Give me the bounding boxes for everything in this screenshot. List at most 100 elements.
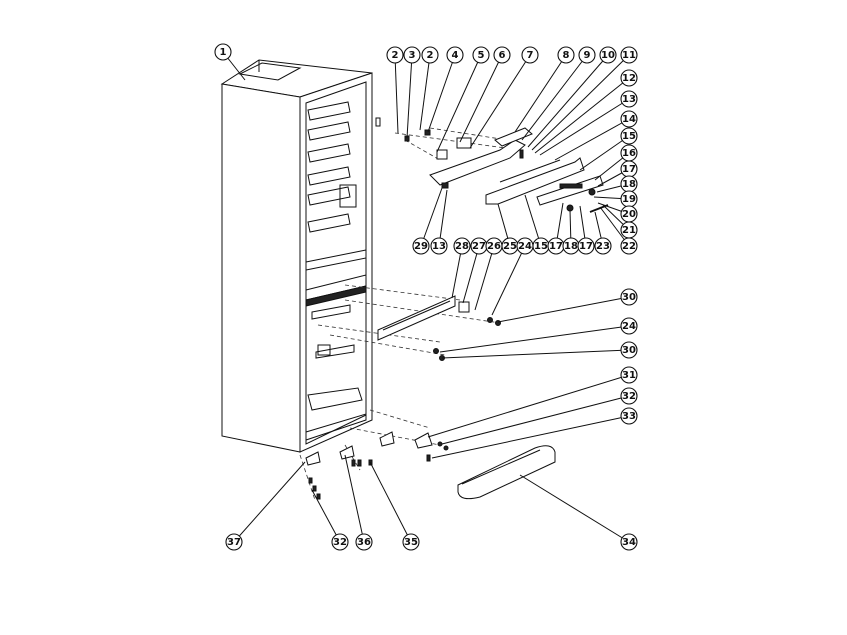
- svg-text:2: 2: [392, 50, 399, 61]
- bottom-cover: [457, 445, 556, 500]
- svg-text:27: 27: [472, 241, 486, 252]
- svg-text:12: 12: [622, 73, 636, 84]
- part-label-35: 35: [402, 533, 420, 551]
- svg-text:19: 19: [622, 194, 636, 205]
- leader-line: [311, 489, 341, 543]
- part-label-33: 33: [620, 407, 638, 425]
- svg-text:17: 17: [549, 241, 563, 252]
- part-label-22: 22: [620, 237, 638, 255]
- leader-line: [524, 194, 542, 247]
- svg-text:9: 9: [584, 50, 591, 61]
- part-label-14: 14: [620, 110, 638, 128]
- svg-text:30: 30: [622, 345, 636, 356]
- svg-text:31: 31: [622, 370, 636, 381]
- svg-text:33: 33: [622, 411, 636, 422]
- leader-line: [514, 54, 567, 133]
- svg-text:37: 37: [227, 537, 241, 548]
- leader-line: [521, 54, 588, 141]
- part-label-13: 13: [430, 237, 448, 255]
- svg-text:3: 3: [409, 50, 416, 61]
- svg-text:5: 5: [478, 50, 485, 61]
- svg-text:34: 34: [622, 537, 636, 548]
- svg-text:22: 22: [622, 241, 636, 252]
- leader-line: [579, 135, 630, 171]
- svg-text:32: 32: [622, 391, 636, 402]
- svg-text:24: 24: [518, 241, 532, 252]
- part-label-18: 18: [562, 237, 580, 255]
- part-label-17: 17: [547, 237, 565, 255]
- part-label-30: 30: [620, 288, 638, 306]
- leader-line: [459, 54, 503, 143]
- part-label-17: 17: [577, 237, 595, 255]
- part-label-36: 36: [355, 533, 373, 551]
- svg-text:20: 20: [622, 209, 636, 220]
- part-label-10: 10: [599, 46, 617, 64]
- leader-line: [420, 187, 443, 247]
- part-label-24: 24: [620, 317, 638, 335]
- bottom-hinge-parts: [305, 431, 449, 500]
- part-label-31: 31: [620, 366, 638, 384]
- part-label-16: 16: [620, 144, 638, 162]
- leader-line: [441, 395, 630, 445]
- leader-line: [531, 54, 630, 151]
- part-label-15: 15: [620, 127, 638, 145]
- part-label-24: 24: [516, 237, 534, 255]
- leader-line: [527, 54, 609, 148]
- part-label-30: 30: [620, 341, 638, 359]
- svg-text:13: 13: [622, 94, 636, 105]
- control-panel: [485, 157, 609, 213]
- door-rail: [377, 295, 501, 361]
- leader-line: [469, 54, 531, 149]
- part-label-21: 21: [620, 221, 638, 239]
- part-label-32: 32: [331, 533, 349, 551]
- svg-text:15: 15: [622, 131, 636, 142]
- leader-line: [233, 461, 306, 543]
- svg-text:13: 13: [432, 241, 446, 252]
- part-label-12: 12: [620, 69, 638, 87]
- part-label-7: 7: [521, 46, 539, 64]
- svg-text:24: 24: [622, 321, 636, 332]
- leader-line: [427, 374, 630, 438]
- svg-text:10: 10: [601, 50, 615, 61]
- part-label-15: 15: [532, 237, 550, 255]
- leader-line: [519, 474, 630, 543]
- svg-text:15: 15: [534, 241, 548, 252]
- part-label-1: 1: [214, 43, 232, 61]
- leader-line: [539, 98, 630, 156]
- svg-text:17: 17: [622, 164, 636, 175]
- svg-text:23: 23: [596, 241, 610, 252]
- leader-line: [394, 54, 399, 134]
- svg-text:14: 14: [622, 114, 636, 125]
- part-label-13: 13: [620, 90, 638, 108]
- leader-line: [441, 349, 630, 359]
- leader-line: [436, 54, 482, 153]
- part-label-4: 4: [446, 46, 464, 64]
- part-label-29: 29: [412, 237, 430, 255]
- svg-text:30: 30: [622, 292, 636, 303]
- leader-line: [406, 54, 413, 139]
- part-label-2: 2: [386, 46, 404, 64]
- svg-text:25: 25: [503, 241, 517, 252]
- leader-line: [439, 325, 630, 353]
- part-label-34: 34: [620, 533, 638, 551]
- leader-line: [462, 245, 480, 304]
- part-label-27: 27: [470, 237, 488, 255]
- leader-line: [451, 245, 463, 299]
- svg-text:6: 6: [499, 50, 506, 61]
- top-hinge-assembly: [404, 127, 533, 189]
- svg-text:16: 16: [622, 148, 636, 159]
- svg-text:7: 7: [527, 50, 534, 61]
- part-label-2: 2: [421, 46, 439, 64]
- svg-text:17: 17: [579, 241, 593, 252]
- part-label-3: 3: [403, 46, 421, 64]
- svg-text:1: 1: [220, 47, 227, 58]
- cabinet: [220, 59, 381, 453]
- svg-text:28: 28: [455, 241, 469, 252]
- svg-text:26: 26: [487, 241, 501, 252]
- svg-text:36: 36: [357, 537, 371, 548]
- part-label-18: 18: [620, 175, 638, 193]
- leader-line: [554, 118, 630, 161]
- part-label-20: 20: [620, 205, 638, 223]
- part-label-23: 23: [594, 237, 612, 255]
